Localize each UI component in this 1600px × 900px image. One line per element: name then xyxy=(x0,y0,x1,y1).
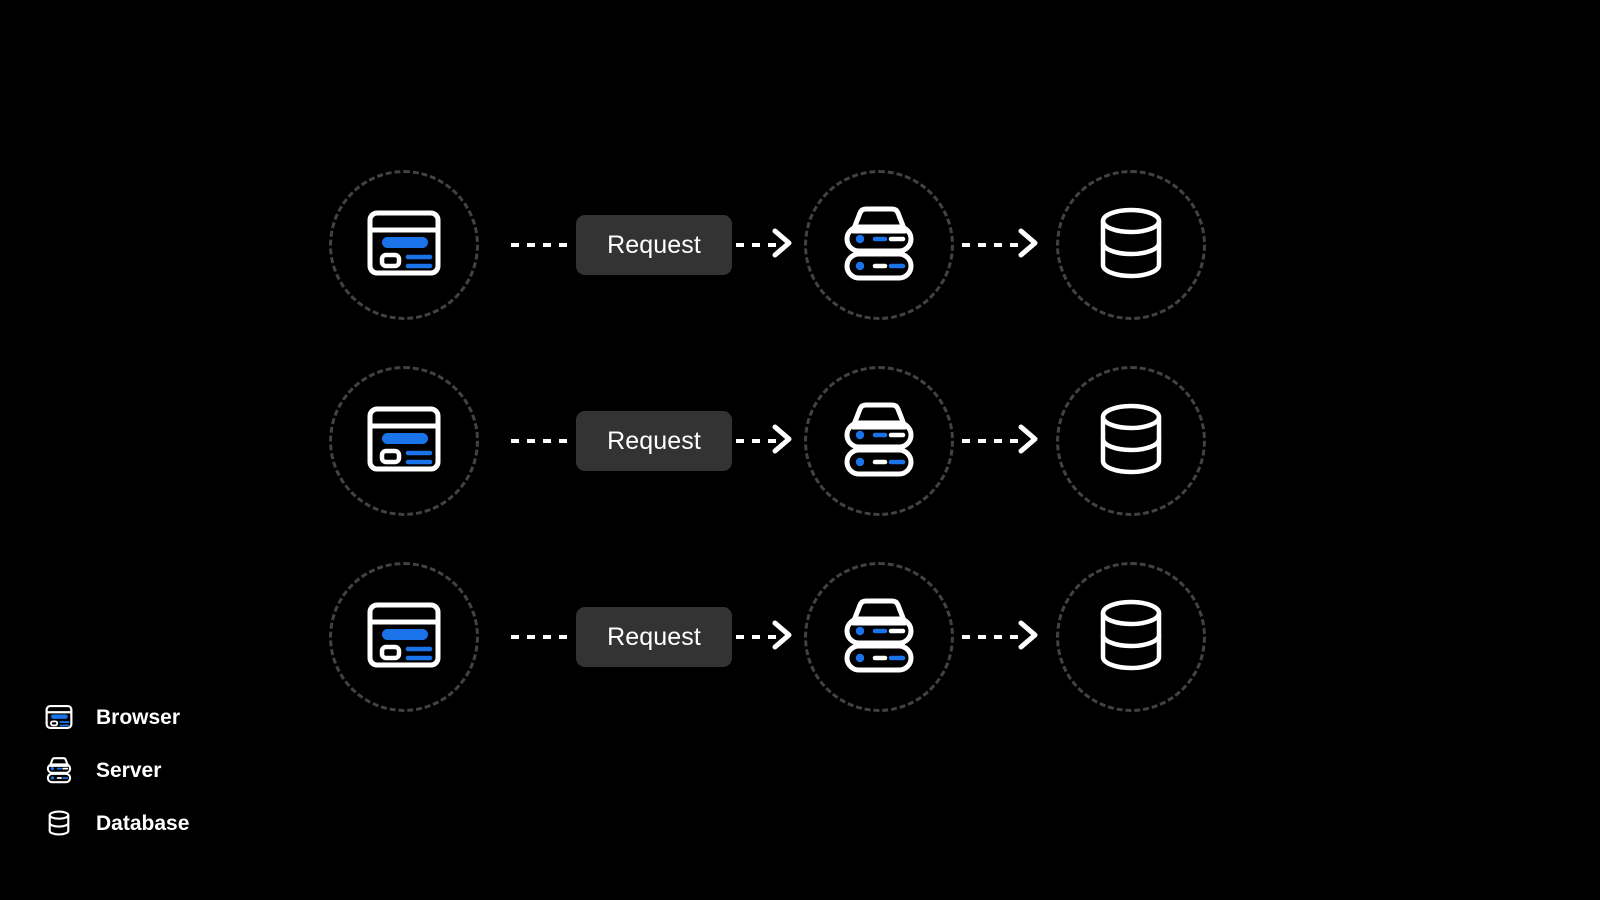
connector-server-to-database xyxy=(962,635,1020,639)
database-icon xyxy=(1089,593,1173,682)
connector-request-to-server xyxy=(736,439,776,443)
database-node[interactable] xyxy=(1056,366,1206,516)
browser-node[interactable] xyxy=(329,562,479,712)
legend-item-browser: Browser xyxy=(42,700,189,734)
server-icon xyxy=(833,197,925,294)
flow-row: Request xyxy=(0,145,1600,345)
connector-server-to-database xyxy=(962,439,1020,443)
server-icon xyxy=(833,589,925,686)
database-icon xyxy=(1089,201,1173,290)
arrow-head-icon xyxy=(1016,423,1040,460)
browser-icon xyxy=(360,199,448,292)
legend-label-server: Server xyxy=(96,758,162,782)
connector-request-to-server xyxy=(736,243,776,247)
arrow-head-icon xyxy=(1016,227,1040,264)
request-badge[interactable]: Request xyxy=(576,411,732,471)
browser-icon xyxy=(360,591,448,684)
flow-row: Request xyxy=(0,537,1600,737)
legend-label-database: Database xyxy=(96,811,190,835)
database-icon xyxy=(1089,397,1173,486)
database-node[interactable] xyxy=(1056,562,1206,712)
connector-server-to-database xyxy=(962,243,1020,247)
server-icon xyxy=(42,753,76,787)
request-badge[interactable]: Request xyxy=(576,607,732,667)
server-node[interactable] xyxy=(804,170,954,320)
connector-browser-to-request xyxy=(511,243,575,247)
flow-row: Request xyxy=(0,341,1600,541)
database-node[interactable] xyxy=(1056,170,1206,320)
request-badge[interactable]: Request xyxy=(576,215,732,275)
arrow-head-icon xyxy=(770,619,794,656)
browser-node[interactable] xyxy=(329,170,479,320)
legend-item-server: Server xyxy=(42,753,189,787)
browser-node[interactable] xyxy=(329,366,479,516)
arrow-head-icon xyxy=(770,227,794,264)
database-icon xyxy=(42,806,76,840)
browser-icon xyxy=(360,395,448,488)
connector-request-to-server xyxy=(736,635,776,639)
browser-icon xyxy=(42,700,76,734)
server-node[interactable] xyxy=(804,562,954,712)
connector-browser-to-request xyxy=(511,635,575,639)
legend-label-browser: Browser xyxy=(96,705,181,729)
connector-browser-to-request xyxy=(511,439,575,443)
request-badge-label: Request xyxy=(607,622,701,651)
legend: Browser Server xyxy=(42,700,189,840)
legend-item-database: Database xyxy=(42,806,189,840)
server-icon xyxy=(833,393,925,490)
server-node[interactable] xyxy=(804,366,954,516)
arrow-head-icon xyxy=(1016,619,1040,656)
request-badge-label: Request xyxy=(607,230,701,259)
request-badge-label: Request xyxy=(607,426,701,455)
arrow-head-icon xyxy=(770,423,794,460)
